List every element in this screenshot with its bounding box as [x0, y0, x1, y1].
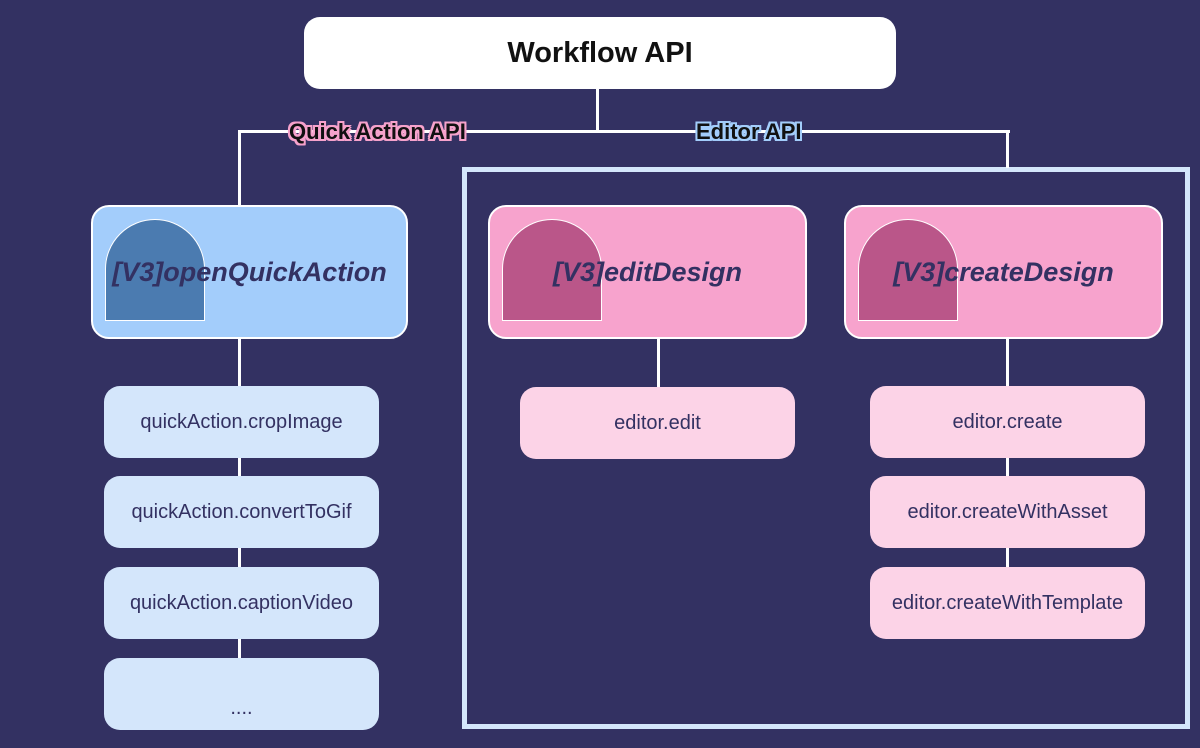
connector-root-down [596, 89, 599, 132]
item-quick-action-crop-image: quickAction.cropImage [104, 386, 379, 458]
item-quick-action-more: .... [104, 658, 379, 730]
item-quick-action-caption-video: quickAction.captionVideo [104, 567, 379, 639]
node-open-quick-action: [V3]openQuickAction [91, 205, 408, 339]
item-editor-create: editor.create [870, 386, 1145, 458]
node-edit-design: [V3]editDesign [488, 205, 807, 339]
item-editor-create-with-template: editor.createWithTemplate [870, 567, 1145, 639]
node-label: [V3]createDesign [893, 256, 1114, 287]
connector-to-editor-group [1006, 130, 1009, 168]
node-label: [V3]openQuickAction [112, 256, 387, 287]
item-editor-edit: editor.edit [520, 387, 795, 459]
branch-label-quick-action-api: Quick Action API [289, 119, 466, 144]
root-node-workflow-api: Workflow API [304, 17, 896, 89]
branch-label-editor-api: Editor API [696, 119, 802, 144]
editor-api-group-frame [462, 167, 1190, 729]
connector-edit-items [657, 338, 660, 388]
arch-shape-icon [502, 219, 602, 321]
item-quick-action-convert-to-gif: quickAction.convertToGif [104, 476, 379, 548]
arch-shape-icon [858, 219, 958, 321]
node-create-design: [V3]createDesign [844, 205, 1163, 339]
item-editor-create-with-asset: editor.createWithAsset [870, 476, 1145, 548]
node-label: [V3]editDesign [552, 256, 743, 287]
arch-shape-icon [105, 219, 205, 321]
connector-horizontal [238, 130, 1010, 133]
connector-to-quick-action [238, 130, 241, 206]
